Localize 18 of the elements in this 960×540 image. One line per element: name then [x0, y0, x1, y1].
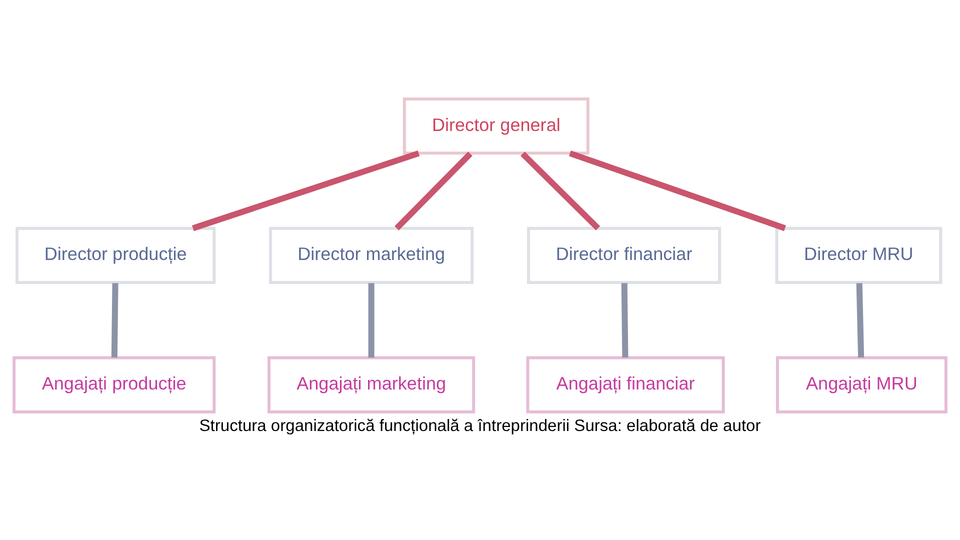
connector: [621, 282, 628, 358]
caption: Structura organizatorică funcțională a întreprinderii Sursa: elaborată de autor: [199, 416, 761, 435]
connector: [192, 150, 420, 231]
node-box: Director marketing: [269, 226, 474, 284]
connector: [111, 282, 118, 358]
connector: [368, 282, 374, 358]
node-box: Director financiar: [527, 226, 722, 284]
node-box: Director MRU: [775, 226, 942, 284]
connector: [568, 150, 786, 231]
connector: [856, 282, 864, 358]
connector: [394, 151, 472, 230]
connector: [520, 151, 600, 230]
node-box: Angajați producție: [12, 356, 216, 413]
node-box: Director general: [402, 97, 590, 154]
node-box: Angajați financiar: [526, 356, 725, 413]
node-box: Angajați MRU: [776, 356, 948, 413]
node-box: Angajați marketing: [268, 356, 476, 413]
node-box: Director producție: [16, 226, 216, 284]
